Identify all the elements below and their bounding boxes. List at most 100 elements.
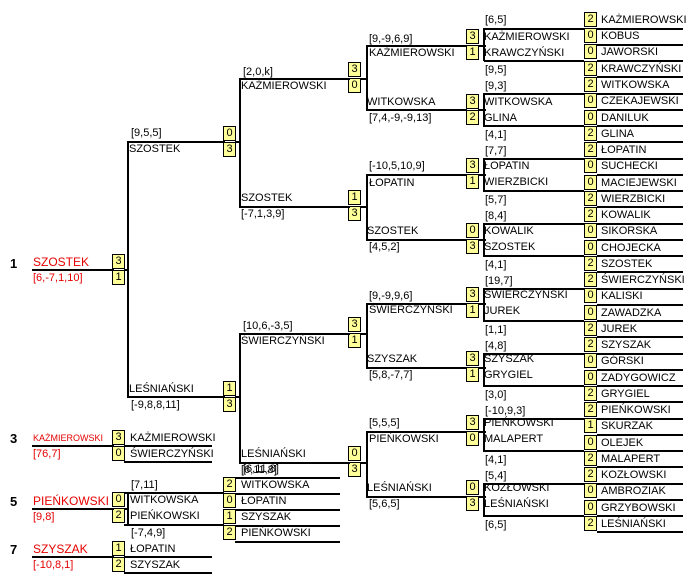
set-count: 0 xyxy=(584,305,597,320)
third-name: KAŻMIEROWSKI xyxy=(33,433,104,443)
set-count: 2 xyxy=(584,126,597,141)
match-score: [3,0] xyxy=(485,389,507,401)
match-score: [9,-9,9,6] xyxy=(369,290,413,302)
set-count: 0 xyxy=(466,480,479,495)
player-name: KAŻMIEROWSKI xyxy=(484,31,570,43)
player-name: SKURZAK xyxy=(601,420,653,432)
match-score: [6,11,8] xyxy=(241,464,277,476)
player-name: ŁOPATIN xyxy=(601,144,647,156)
player-name: KOWALIK xyxy=(601,209,651,221)
set-count: 0 xyxy=(584,158,597,173)
player-name: GLINA xyxy=(601,128,635,140)
match-score: [4,5,2] xyxy=(369,241,400,253)
set-count: 2 xyxy=(584,256,597,271)
match-score: [9,3] xyxy=(485,80,507,92)
player-name: WIERZBICKI xyxy=(484,176,549,188)
match-score: [6,11,8] xyxy=(243,463,279,475)
set-count: 0 xyxy=(112,492,125,507)
player-name: ŚWIERCZYŃSKI xyxy=(130,448,214,460)
player-name: CZEKAJEWSKI xyxy=(601,95,679,107)
set-count: 0 xyxy=(584,93,597,108)
seventh-score: [-10,8,1] xyxy=(33,559,74,571)
set-count: 0 xyxy=(223,493,236,508)
place-number: 1 xyxy=(10,256,18,271)
place-number: 7 xyxy=(10,542,18,557)
player-name: ŁOPATIN xyxy=(484,160,530,172)
player-name: JUREK xyxy=(601,323,638,335)
player-name: SZYSZAK xyxy=(367,353,418,365)
player-name: LEŚNIAŃSKI xyxy=(129,383,194,395)
set-count: 0 xyxy=(584,175,597,190)
set-count: 0 xyxy=(223,126,236,141)
player-name: SZYSZAK xyxy=(484,353,535,365)
third-score: [76,7] xyxy=(33,448,61,460)
player-name: ŁOPATIN xyxy=(130,543,176,555)
player-name: WITKOWSKA xyxy=(130,494,199,506)
player-name: KRAWCZYŃSKI xyxy=(484,47,565,59)
set-count: 3 xyxy=(112,430,125,445)
match-score: [4,1] xyxy=(485,454,507,466)
set-count: 0 xyxy=(584,28,597,43)
set-count: 0 xyxy=(584,110,597,125)
set-count: 3 xyxy=(466,29,479,44)
player-name: JAWORSKI xyxy=(601,46,659,58)
match-score: [5,8,-7,7] xyxy=(369,369,413,381)
set-count: 0 xyxy=(112,446,125,461)
player-name: WITKOWSKA xyxy=(484,96,553,108)
player-name: ZADYGOWICZ xyxy=(601,372,676,384)
player-name: WITKOWSKA xyxy=(241,479,310,491)
player-name: LEŚNIAŃSKI xyxy=(601,518,666,530)
set-count: 0 xyxy=(466,223,479,238)
set-count: 2 xyxy=(584,321,597,336)
player-name: OLEJEK xyxy=(601,437,644,449)
set-count: 0 xyxy=(348,78,361,93)
set-count: 3 xyxy=(348,62,361,77)
fifth-name: PIEŃKOWSKI xyxy=(33,494,110,508)
match-score: [-7,1,3,9] xyxy=(241,208,285,220)
set-count: 2 xyxy=(112,557,125,572)
set-count: 0 xyxy=(584,288,597,303)
set-count: 1 xyxy=(112,270,125,285)
player-name: KOZŁOWSKI xyxy=(484,482,550,494)
player-name: PIEŃKOWSKI xyxy=(369,433,439,445)
champion-name: SZOSTEK xyxy=(33,255,90,269)
set-count: 0 xyxy=(348,446,361,461)
player-name: SZYSZAK xyxy=(130,559,181,571)
player-name: MALAPERT xyxy=(484,433,544,445)
match-score: [6,5] xyxy=(485,14,507,26)
player-name: ŚWIERCZYŃSKI xyxy=(241,335,325,347)
set-count: 1 xyxy=(466,174,479,189)
set-count: 2 xyxy=(466,110,479,125)
set-count: 3 xyxy=(348,317,361,332)
set-count: 3 xyxy=(466,496,479,511)
player-name: GLINA xyxy=(484,112,518,124)
player-name: KAŻMIEROWSKI xyxy=(241,80,327,92)
set-count: 2 xyxy=(584,77,597,92)
set-count: 2 xyxy=(584,61,597,76)
match-score: [8,4] xyxy=(485,210,507,222)
player-name: KOWALIK xyxy=(484,225,534,237)
player-name: MACIEJEWSKI xyxy=(601,177,677,189)
set-count: 3 xyxy=(112,254,125,269)
set-count: 2 xyxy=(584,516,597,531)
player-name: PIEŃKOWSKI xyxy=(130,510,200,522)
player-name: LEŚNIAŃSKI xyxy=(367,482,432,494)
set-count: 2 xyxy=(112,508,125,523)
match-score: [-9,8,8,11] xyxy=(131,399,180,411)
set-count: 1 xyxy=(584,418,597,433)
player-name: KOZŁOWSKI xyxy=(601,469,667,481)
player-name: PIEŃKOWSKI xyxy=(241,527,311,539)
match-score: [9,5,5] xyxy=(131,127,162,139)
player-name: SZOSTEK xyxy=(367,225,419,237)
set-count: 3 xyxy=(466,239,479,254)
set-count: 2 xyxy=(584,386,597,401)
set-count: 3 xyxy=(223,397,236,412)
set-count: 0 xyxy=(584,500,597,515)
match-score: [-10,5,10,9] xyxy=(369,160,425,172)
set-count: 1 xyxy=(112,541,125,556)
player-name: LEŚNIAŃSKI xyxy=(241,448,306,460)
match-score: [4,1] xyxy=(485,259,507,271)
set-count: 0 xyxy=(584,370,597,385)
set-count: 3 xyxy=(348,462,361,477)
